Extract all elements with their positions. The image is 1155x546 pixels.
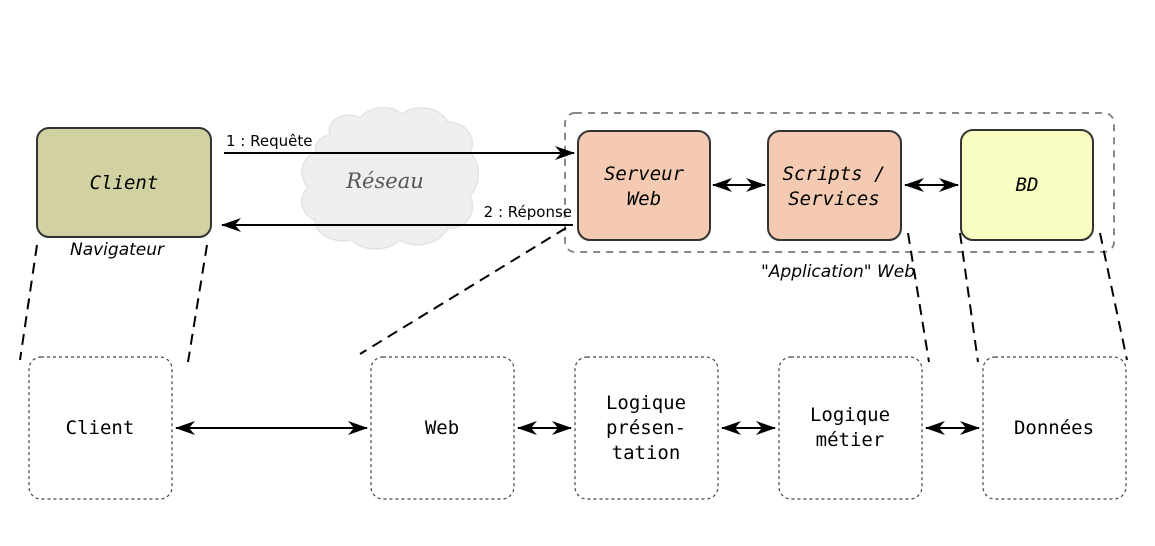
application-web-caption: "Application" Web: [761, 262, 915, 282]
projection-line: [187, 244, 208, 363]
tier-label-line1: Logique: [810, 404, 890, 426]
tier-label: Données: [1014, 417, 1094, 439]
tier-label: Web: [425, 417, 459, 439]
tier-data: Données: [982, 356, 1127, 500]
projection-line: [359, 227, 567, 355]
projection-line: [1099, 232, 1128, 361]
database-box: [960, 129, 1094, 241]
application-web-group: [564, 112, 1115, 253]
web-server-box: [577, 130, 711, 241]
database-label: BD: [1016, 174, 1039, 196]
browser-caption: Navigateur: [70, 240, 165, 260]
tier-label-line2: présen-: [606, 417, 686, 439]
tier-label-line1: Logique: [606, 392, 686, 414]
response-label: 2 : Réponse: [484, 203, 572, 221]
projection-lines: [19, 227, 1128, 363]
scripts-services-box: [767, 130, 902, 241]
tier-presentation-logic: Logique présen- tation: [574, 356, 719, 500]
web-server-label-line1: Serveur: [604, 163, 685, 185]
network-label: Réseau: [345, 169, 424, 193]
tier-label-line3: tation: [612, 442, 681, 464]
network-cloud: [301, 106, 479, 250]
scripts-label-line2: Services: [788, 188, 880, 210]
client-label: Client: [90, 172, 159, 194]
client-box: [36, 127, 212, 238]
tier-label-line2: métier: [816, 429, 885, 451]
web-server-label-line2: Web: [627, 188, 661, 210]
projection-line: [907, 232, 930, 363]
projection-line: [19, 244, 38, 361]
scripts-label-line1: Scripts /: [783, 163, 886, 185]
tier-box: [778, 356, 923, 500]
tier-web: Web: [370, 356, 515, 500]
projection-line: [959, 232, 979, 363]
tier-label: Client: [66, 417, 135, 439]
tier-business-logic: Logique métier: [778, 356, 923, 500]
tier-client: Client: [28, 356, 173, 500]
request-label: 1 : Requête: [226, 132, 312, 150]
